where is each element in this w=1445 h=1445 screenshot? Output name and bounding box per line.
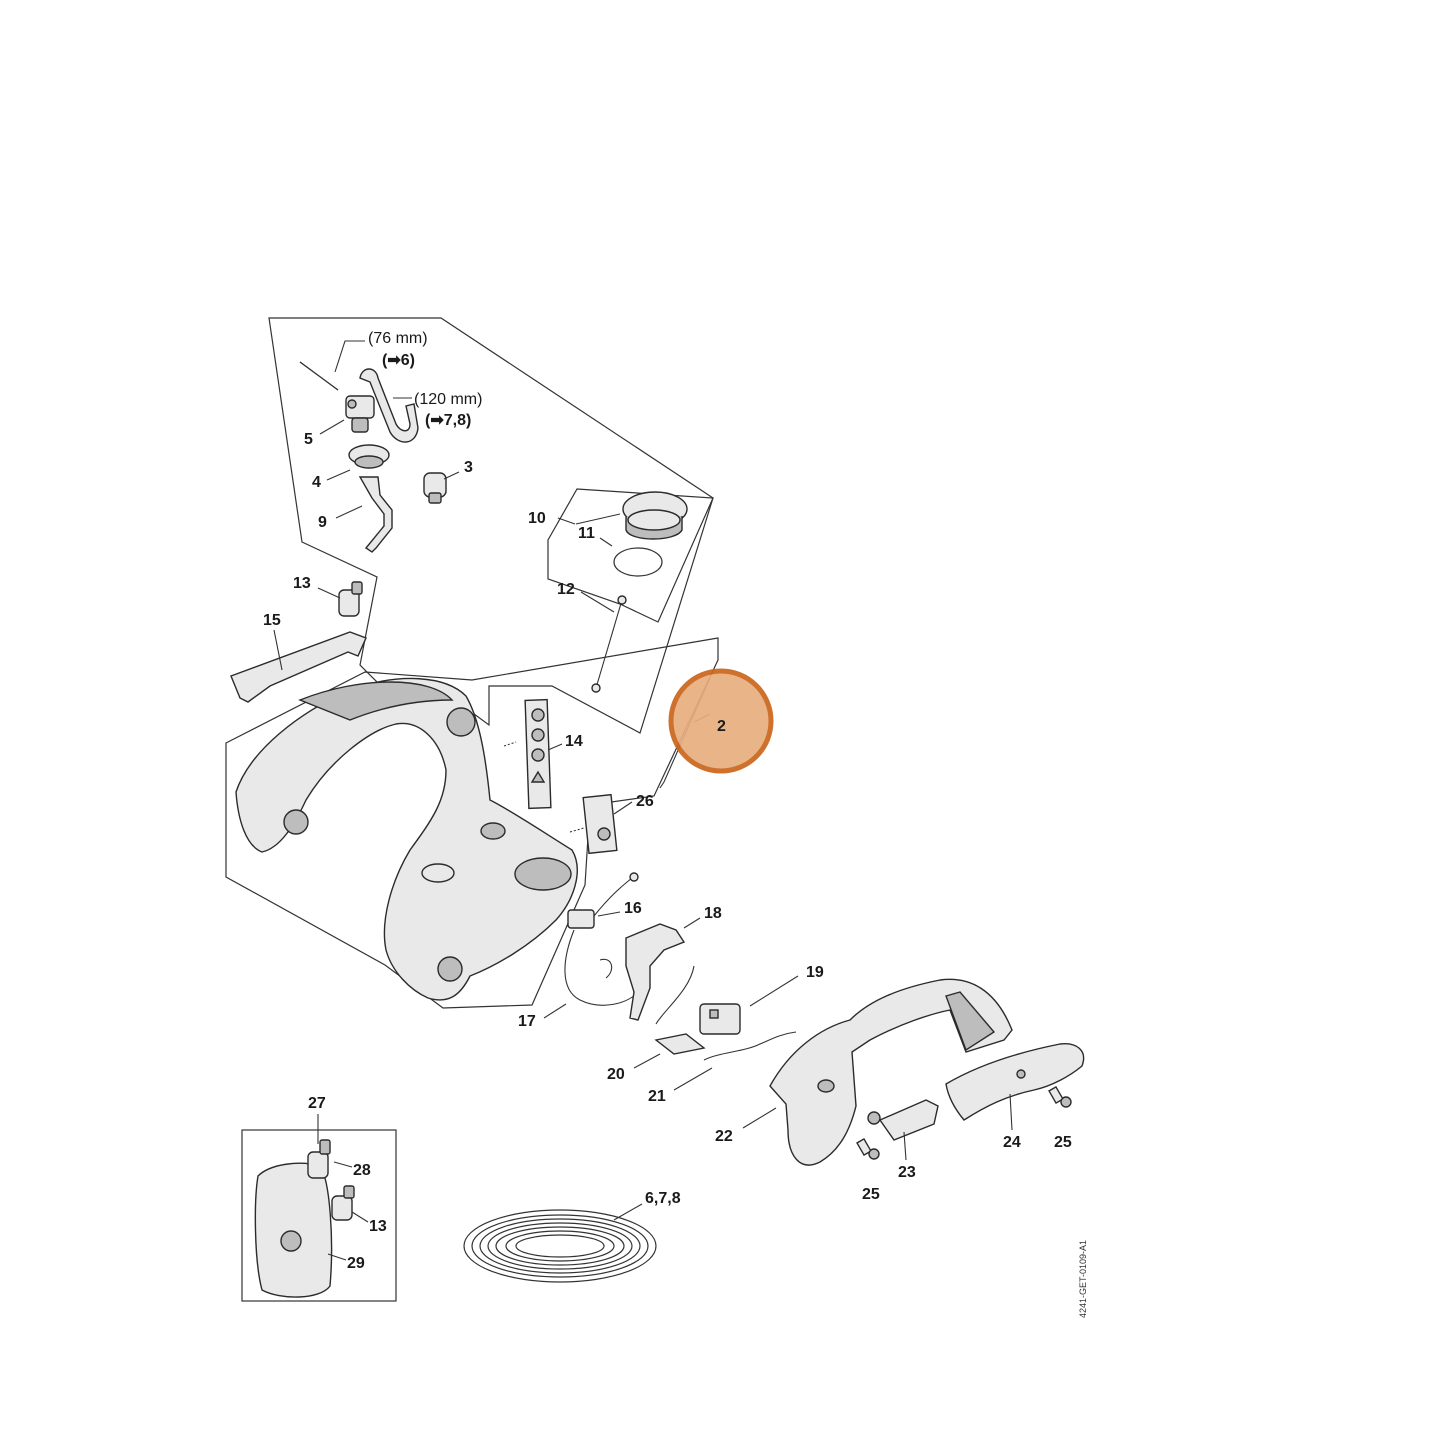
fuel-hose-76mm	[299, 361, 339, 391]
boss-lower	[283, 809, 309, 835]
switch-shaft-19	[699, 1003, 741, 1035]
contact-23	[867, 1099, 939, 1141]
handle-molding-24-hole	[1016, 1069, 1026, 1079]
hose1-length-note: (76 mm)	[368, 330, 428, 347]
selected-part-highlight[interactable]	[668, 668, 774, 774]
oil-opening	[421, 863, 455, 883]
callout-14[interactable]: 14	[565, 733, 583, 750]
screw-25-right	[1048, 1085, 1072, 1108]
callout-4[interactable]: 4	[312, 474, 321, 491]
callout-15[interactable]: 15	[263, 612, 281, 629]
callout-2[interactable]: 2	[717, 718, 726, 735]
air-filter-29-hole	[280, 1230, 302, 1252]
callout-10[interactable]: 10	[528, 510, 546, 527]
hose-coil	[463, 1209, 657, 1283]
plug-13-lower	[331, 1185, 355, 1221]
callout-28[interactable]: 28	[353, 1162, 371, 1179]
warning-label-14	[524, 698, 552, 810]
handle-22	[769, 978, 1013, 1166]
callout-26[interactable]: 26	[636, 793, 654, 810]
boss-base	[437, 956, 463, 982]
fuel-pickup-body	[591, 595, 627, 693]
filler-neck	[514, 857, 572, 891]
callout-9[interactable]: 9	[318, 514, 327, 531]
hose2-length-note: (120 mm)	[414, 391, 482, 408]
info-label-26	[582, 793, 618, 855]
tank-cap	[622, 491, 688, 540]
cover-15	[230, 631, 367, 703]
callout-21[interactable]: 21	[648, 1088, 666, 1105]
callout-16[interactable]: 16	[624, 900, 642, 917]
contact-spring-20	[654, 1033, 706, 1055]
fuel-suction-hose	[358, 476, 393, 553]
handle-22-boss	[817, 1079, 835, 1093]
handle-rib	[298, 681, 454, 721]
plug-28	[307, 1139, 331, 1179]
boss-top	[480, 822, 506, 840]
valve-3	[423, 472, 447, 504]
leader-lines	[273, 340, 1013, 1261]
callout-29[interactable]: 29	[347, 1255, 365, 1272]
throttle-trigger-18	[625, 923, 686, 1021]
handle-22-grip	[945, 991, 996, 1052]
hose1-ref-note: (➡6)	[382, 352, 415, 369]
cable-harness-17	[564, 929, 695, 1025]
purge-pump	[345, 395, 375, 433]
callout-23[interactable]: 23	[898, 1164, 916, 1181]
switch-16	[567, 872, 639, 929]
plug-13-upper	[338, 581, 363, 617]
fuel-hose-120mm	[359, 368, 419, 443]
handle-molding-24	[945, 1043, 1085, 1121]
callout-11[interactable]: 11	[578, 525, 595, 542]
callout-24[interactable]: 24	[1003, 1134, 1021, 1151]
callout-19[interactable]: 19	[806, 964, 824, 981]
callout-12[interactable]: 12	[557, 581, 575, 598]
callout-25-right[interactable]: 25	[1054, 1134, 1072, 1151]
callout-3[interactable]: 3	[464, 459, 473, 476]
screw-25-left	[856, 1137, 880, 1160]
tank-housing	[235, 677, 578, 1001]
callout-20[interactable]: 20	[607, 1066, 625, 1083]
callout-6-7-8[interactable]: 6,7,8	[645, 1190, 681, 1207]
hose2-ref-note: (➡7,8)	[425, 412, 471, 429]
wire-21	[703, 1031, 797, 1061]
o-ring	[613, 547, 663, 577]
air-filter-kit-frame	[241, 1129, 397, 1302]
callout-18[interactable]: 18	[704, 905, 722, 922]
callout-17[interactable]: 17	[518, 1013, 536, 1030]
air-filter-29	[254, 1162, 333, 1298]
drawing-id: 4241-GET-0109-A1	[1078, 1240, 1088, 1318]
grommet	[348, 444, 390, 469]
callout-25-left[interactable]: 25	[862, 1186, 880, 1203]
boss-upper	[446, 707, 476, 737]
callout-5[interactable]: 5	[304, 431, 313, 448]
callout-27[interactable]: 27	[308, 1095, 326, 1112]
callout-22[interactable]: 22	[715, 1128, 733, 1145]
callout-13-upper[interactable]: 13	[293, 575, 311, 592]
callout-13-lower[interactable]: 13	[369, 1218, 387, 1235]
